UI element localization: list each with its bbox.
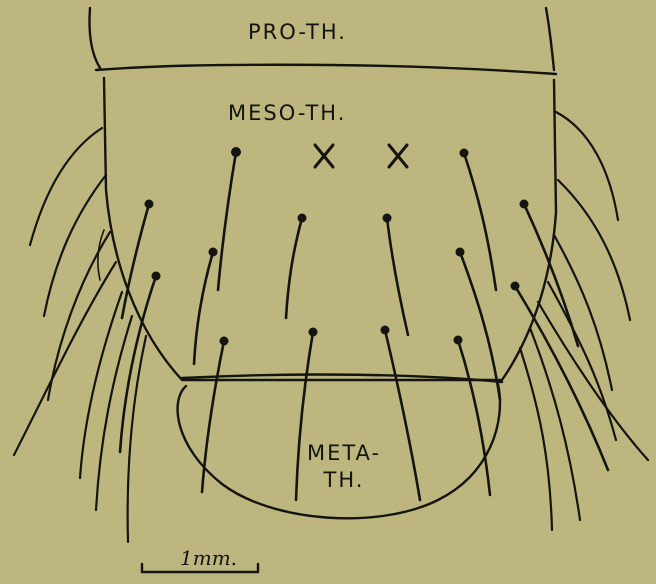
seta bbox=[383, 214, 409, 336]
seta bbox=[96, 316, 132, 510]
mesothorax-label: MESO-TH. bbox=[228, 103, 346, 124]
seta bbox=[48, 232, 110, 400]
pro-meso-border bbox=[96, 65, 556, 74]
seta bbox=[381, 326, 421, 501]
metathorax-label: META- TH. bbox=[304, 440, 384, 494]
seta bbox=[520, 200, 579, 347]
seta bbox=[558, 180, 630, 320]
seta bbox=[218, 147, 241, 290]
metathorax-label-line2: TH. bbox=[304, 467, 384, 494]
seta bbox=[98, 230, 104, 280]
seta bbox=[30, 128, 102, 245]
prothorax-left-edge bbox=[89, 8, 100, 68]
right-marginal-setae bbox=[520, 112, 648, 530]
scale-bar-label: 1mm. bbox=[180, 548, 237, 568]
seta bbox=[511, 282, 609, 471]
prothorax-right-edge bbox=[546, 8, 554, 70]
prothorax-label: PRO-TH. bbox=[248, 22, 347, 43]
seta bbox=[554, 235, 612, 390]
seta bbox=[454, 336, 491, 496]
seta bbox=[556, 112, 618, 220]
left-marginal-setae bbox=[14, 128, 146, 542]
seta bbox=[194, 248, 218, 365]
seta bbox=[286, 214, 307, 319]
cross-right bbox=[389, 145, 407, 167]
metathorax-label-line1: META- bbox=[304, 440, 384, 467]
cross-left bbox=[315, 145, 333, 167]
